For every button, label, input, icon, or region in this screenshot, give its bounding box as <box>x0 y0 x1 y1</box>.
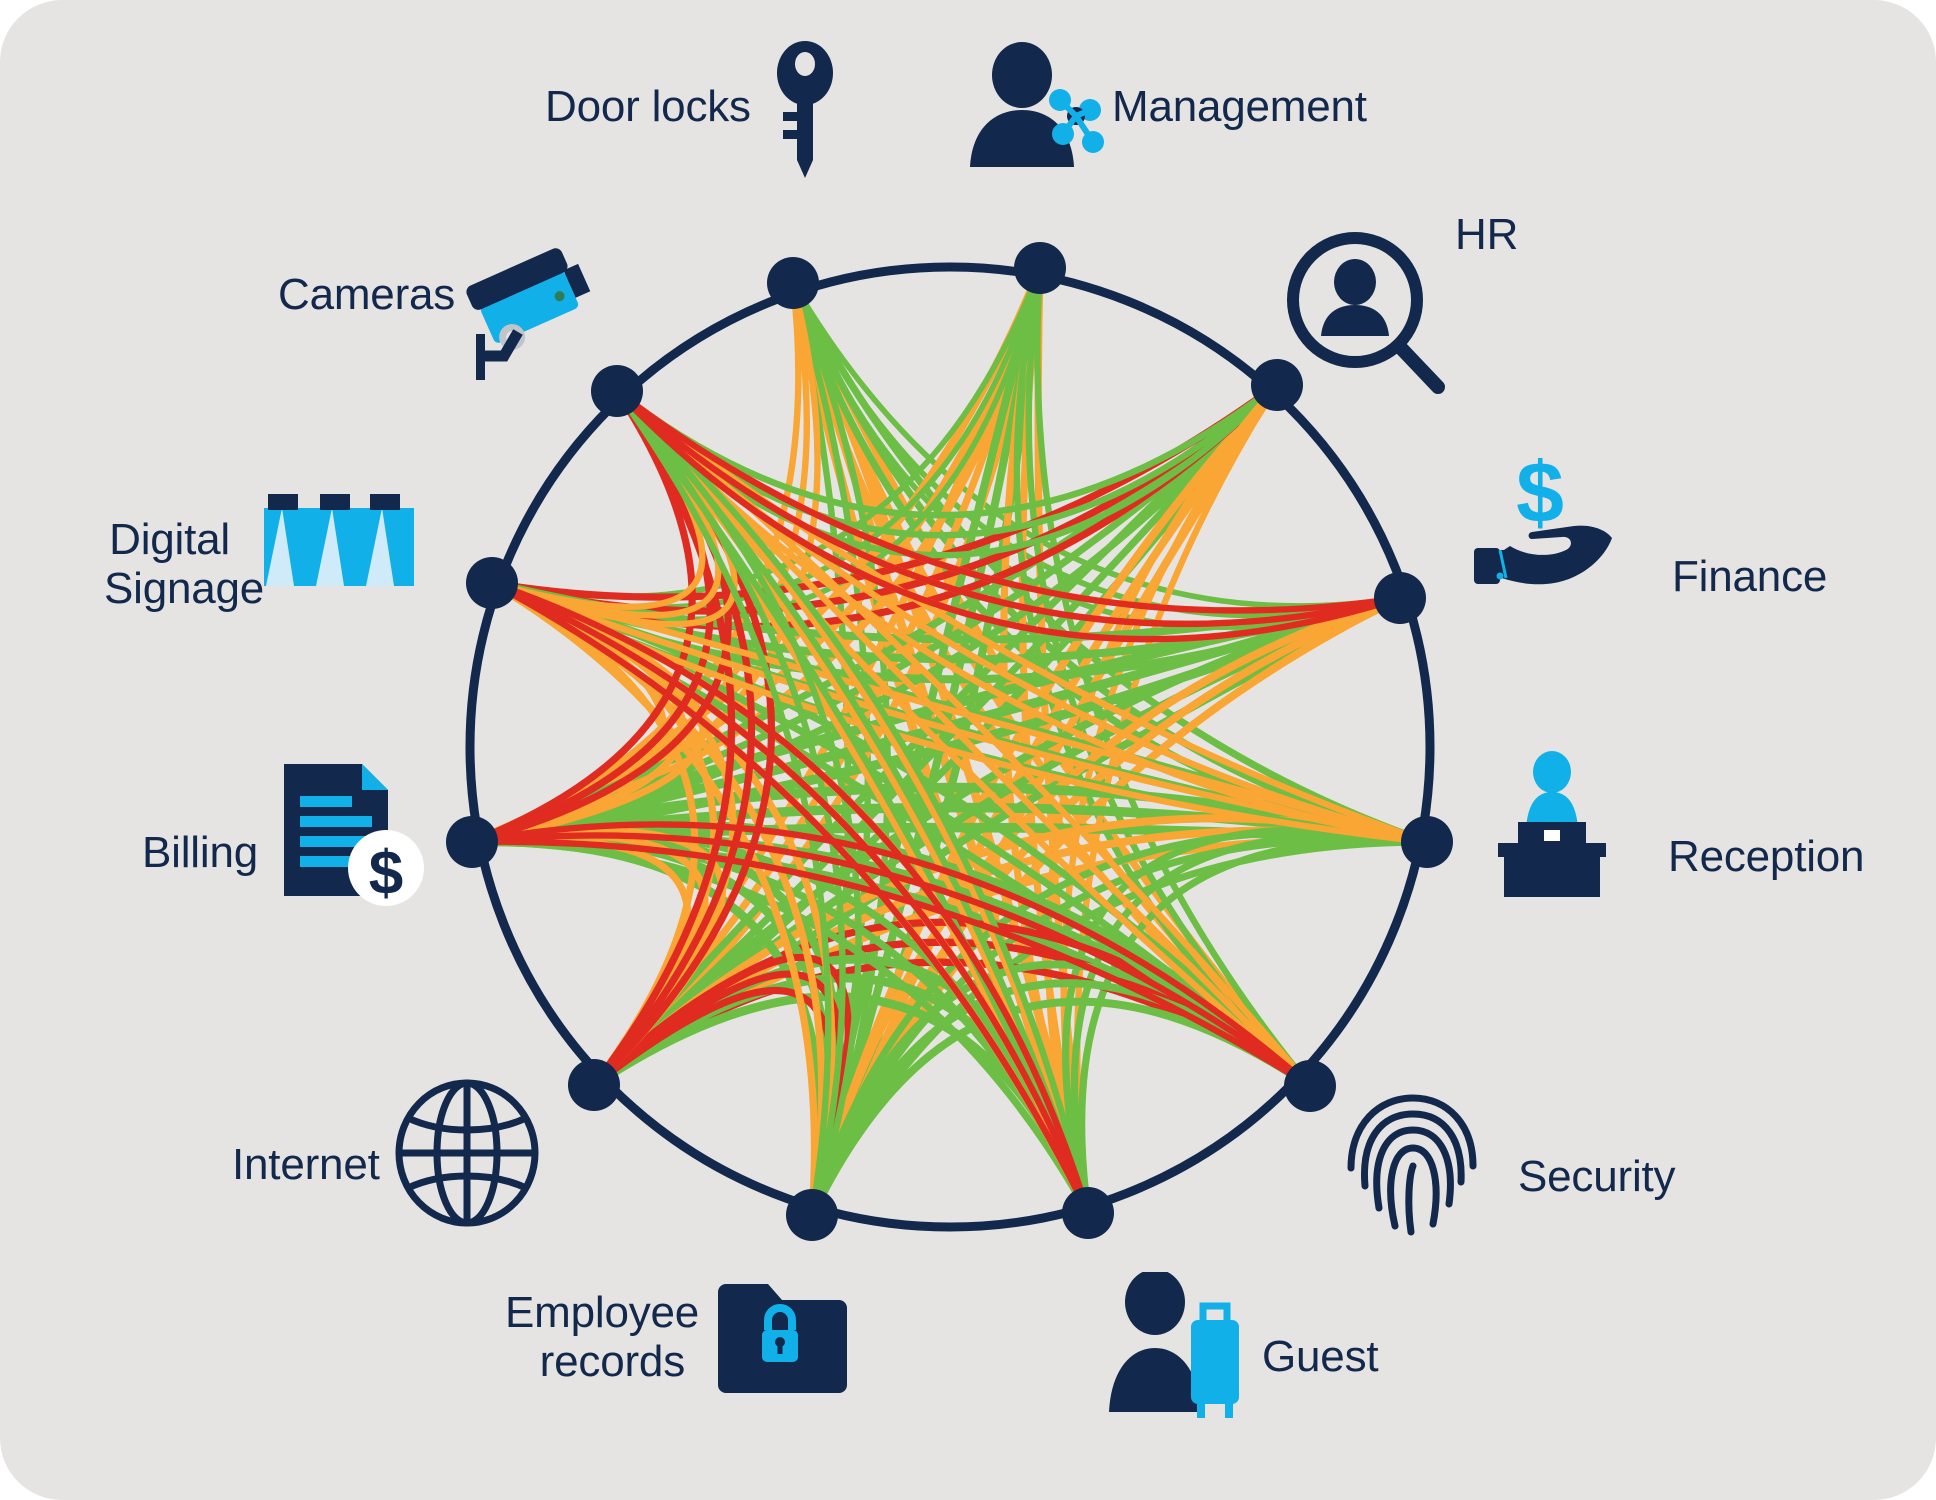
edge-cameras-to-finance <box>613 387 1404 614</box>
reception-icon <box>1498 751 1606 897</box>
label-finance: Finance <box>1672 552 1828 601</box>
label-internet: Internet <box>232 1140 380 1189</box>
label-digital-signage: Digital Signage <box>104 515 265 614</box>
node-cameras[interactable] <box>591 365 643 417</box>
signage-icon <box>264 494 414 586</box>
edge-billing-to-security <box>468 832 1314 1090</box>
hr-magnifier-icon <box>1287 232 1445 394</box>
label-billing: Billing <box>142 828 258 877</box>
svg-text:$: $ <box>369 839 403 908</box>
edge-billing-to-security <box>468 821 1314 1090</box>
edge-digital-signage-to-reception <box>488 579 1431 846</box>
label-management: Management <box>1112 82 1367 131</box>
node-door-locks[interactable] <box>767 257 819 309</box>
management-icon <box>970 42 1104 167</box>
svg-text:$: $ <box>1516 450 1564 541</box>
globe-icon <box>395 1079 539 1227</box>
edge-cameras-to-finance <box>613 387 1404 627</box>
label-security: Security <box>1518 1152 1676 1201</box>
edge-layer <box>467 264 1432 1220</box>
network-ring <box>465 262 1435 1232</box>
finance-hand-icon: $ <box>1474 450 1612 585</box>
node-guest[interactable] <box>1062 1187 1114 1239</box>
edge-cameras-to-guest <box>613 387 1092 1217</box>
label-hr: HR <box>1455 210 1519 259</box>
guest-icon <box>1109 1272 1239 1418</box>
key-icon <box>777 41 833 178</box>
edge-digital-signage-to-reception <box>488 579 1431 846</box>
label-door-locks: Door locks <box>545 82 751 131</box>
label-guest: Guest <box>1262 1332 1379 1381</box>
node-employee-records[interactable] <box>786 1189 838 1241</box>
label-employee-records: Employee records <box>505 1288 700 1387</box>
node-layer <box>446 242 1453 1241</box>
edge-billing-to-security <box>468 838 1314 1090</box>
node-security[interactable] <box>1284 1060 1336 1112</box>
edge-internet-to-cameras <box>590 387 736 1089</box>
node-management[interactable] <box>1014 242 1066 294</box>
edge-digital-signage-to-guest <box>488 579 1092 1217</box>
label-reception: Reception <box>1668 832 1865 881</box>
node-reception[interactable] <box>1401 816 1453 868</box>
label-cameras: Cameras <box>278 270 456 319</box>
locked-folder-icon <box>718 1284 847 1393</box>
billing-doc-icon: $ <box>284 764 424 908</box>
node-hr[interactable] <box>1251 359 1303 411</box>
edge-cameras-to-finance <box>613 387 1404 643</box>
fingerprint-icon <box>1347 1094 1477 1236</box>
node-finance[interactable] <box>1374 572 1426 624</box>
edge-cameras-to-employee-records <box>613 387 846 1219</box>
cctv-camera-icon <box>466 248 591 380</box>
edge-digital-signage-to-guest <box>488 579 1092 1217</box>
edge-cameras-to-employee-records <box>613 387 862 1219</box>
node-internet[interactable] <box>568 1059 620 1111</box>
node-billing[interactable] <box>446 816 498 868</box>
edge-digital-signage-to-guest <box>488 579 1092 1217</box>
node-digital-signage[interactable] <box>466 557 518 609</box>
